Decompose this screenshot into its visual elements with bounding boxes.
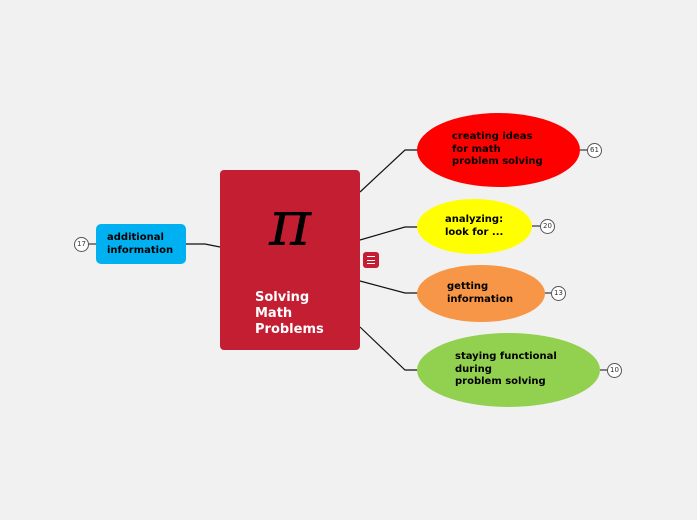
topic-creating-ideas-label: creating ideas for math problem solving — [452, 131, 543, 167]
topic-getting-information-count[interactable]: 13 — [551, 286, 566, 301]
topic-getting-information[interactable]: getting information — [417, 265, 545, 322]
topic-additional-information-count[interactable]: 17 — [74, 237, 89, 252]
topic-analyzing[interactable]: analyzing: look for ... — [417, 199, 532, 254]
central-topic-title: Solving Math Problems — [255, 290, 324, 337]
connector-getting-information — [359, 280, 418, 294]
connector-additional-information — [186, 243, 221, 248]
connector-staying-functional — [359, 326, 418, 371]
topic-staying-functional-count[interactable]: 10 — [607, 363, 622, 378]
connector-creating-ideas — [359, 149, 418, 193]
topic-staying-functional[interactable]: staying functional during problem solvin… — [417, 333, 600, 407]
notes-icon[interactable] — [363, 252, 379, 268]
topic-additional-information[interactable]: additional information — [96, 224, 186, 264]
topic-getting-information-label: getting information — [447, 281, 514, 305]
topic-analyzing-label: analyzing: look for ... — [445, 214, 504, 238]
topic-staying-functional-label: staying functional during problem solvin… — [455, 351, 557, 387]
topic-creating-ideas[interactable]: creating ideas for math problem solving — [417, 113, 580, 187]
topic-additional-information-label: additional information — [107, 232, 174, 256]
connector-analyzing — [359, 226, 418, 241]
central-topic[interactable]: π Solving Math Problems — [220, 170, 360, 350]
pi-symbol: π — [268, 187, 312, 261]
topic-creating-ideas-count[interactable]: 61 — [587, 143, 602, 158]
topic-analyzing-count[interactable]: 20 — [540, 219, 555, 234]
